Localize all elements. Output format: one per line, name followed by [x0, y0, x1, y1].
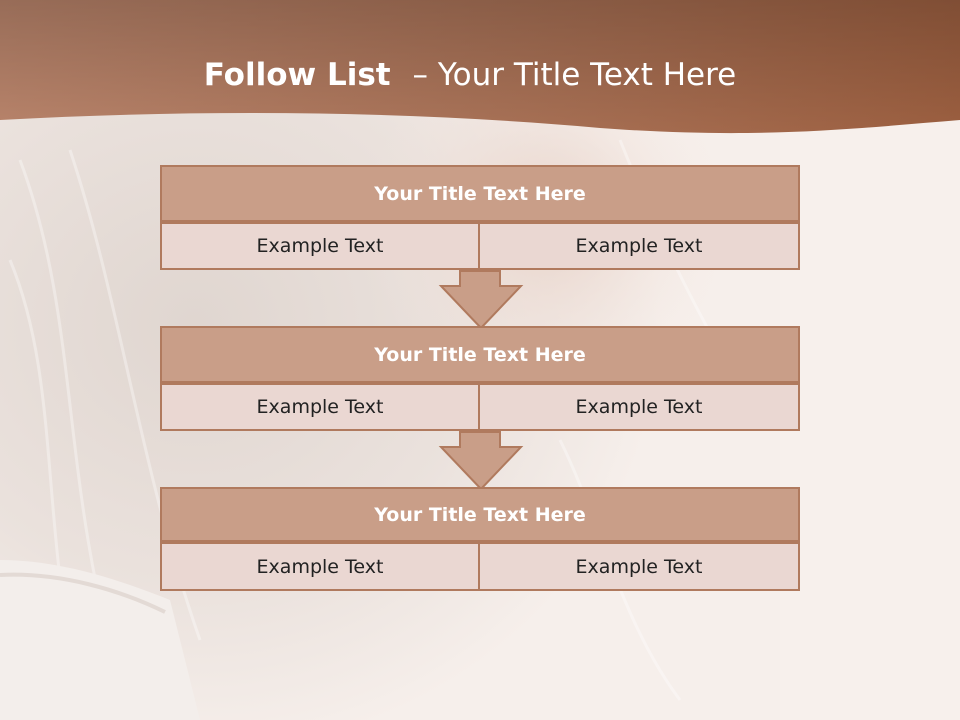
block-cell-right: Example Text [480, 383, 800, 431]
block-cell-left: Example Text [160, 222, 480, 270]
down-arrow-icon [438, 270, 524, 330]
down-arrow-icon [438, 431, 524, 491]
slide-title: Follow List – Your Title Text Here [0, 52, 940, 98]
block-cell-right: Example Text [480, 222, 800, 270]
block-cell-left: Example Text [160, 383, 480, 431]
slide-title-rest: – Your Title Text Here [412, 57, 737, 93]
block-cell-right: Example Text [480, 542, 800, 591]
block-title: Your Title Text Here [160, 326, 800, 383]
block-cell-left: Example Text [160, 542, 480, 591]
slide-title-bold: Follow List [203, 57, 391, 93]
block-title: Your Title Text Here [160, 487, 800, 542]
block-title: Your Title Text Here [160, 165, 800, 222]
